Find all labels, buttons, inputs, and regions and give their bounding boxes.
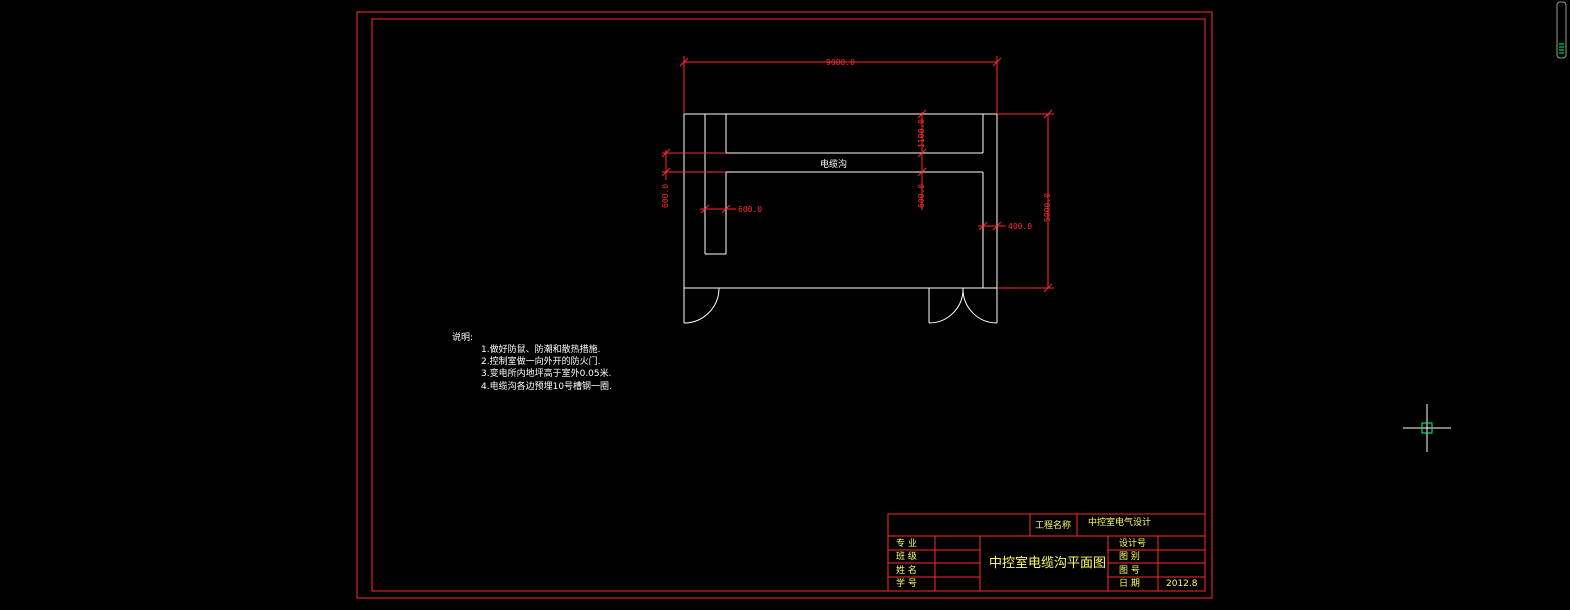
dim-right-wall: 400.0 (1008, 222, 1032, 231)
trench-label: 电缆沟 (820, 158, 847, 170)
note-item: 4.电缆沟各边预埋10号槽钢一圈. (481, 380, 612, 392)
dim-total-width: 9000.0 (826, 58, 855, 67)
right-label: 图 别 (1119, 551, 1140, 562)
dim-left-trench-width: 600.0 (738, 205, 762, 214)
dimension-lines (661, 56, 1054, 293)
dim-left-trench-gap: 600.0 (661, 184, 670, 208)
drawing-title: 中控室电缆沟平面图 (989, 555, 1106, 571)
left-label: 学 号 (896, 577, 917, 589)
inner-border (371, 18, 1206, 592)
date-value: 2012.8 (1166, 579, 1198, 589)
right-label: 图 号 (1119, 565, 1140, 576)
project-label: 工程名称 (1035, 519, 1071, 531)
notes-title: 说明: (452, 331, 473, 343)
floor-plan (683, 113, 998, 324)
left-label: 专 业 (896, 537, 917, 549)
note-item: 2.控制室做一向外开的防火门. (481, 355, 600, 367)
right-label: 设计号 (1119, 537, 1146, 549)
left-label: 班 级 (896, 550, 917, 562)
title-block (887, 513, 1206, 592)
right-label: 日 期 (1119, 578, 1140, 589)
outer-border (356, 11, 1213, 599)
project-name: 中控室电气设计 (1088, 516, 1151, 528)
notes-block: 说明: 1.做好防鼠、防潮和散热措施. 2.控制室做一向外开的防火门. 3.变电… (452, 331, 612, 392)
scrollbar[interactable] (1556, 1, 1567, 59)
dim-total-height: 5000.0 (1043, 193, 1052, 222)
left-label: 姓 名 (896, 564, 917, 576)
crosshair-cursor-icon (1403, 404, 1451, 452)
dim-mid-trench: 600.0 (917, 184, 926, 208)
note-item: 3.变电所内地坪高于室外0.05米. (481, 367, 612, 379)
note-item: 1.做好防鼠、防潮和散热措施. (481, 343, 600, 355)
dim-top-trench: 1100.0 (917, 119, 926, 148)
